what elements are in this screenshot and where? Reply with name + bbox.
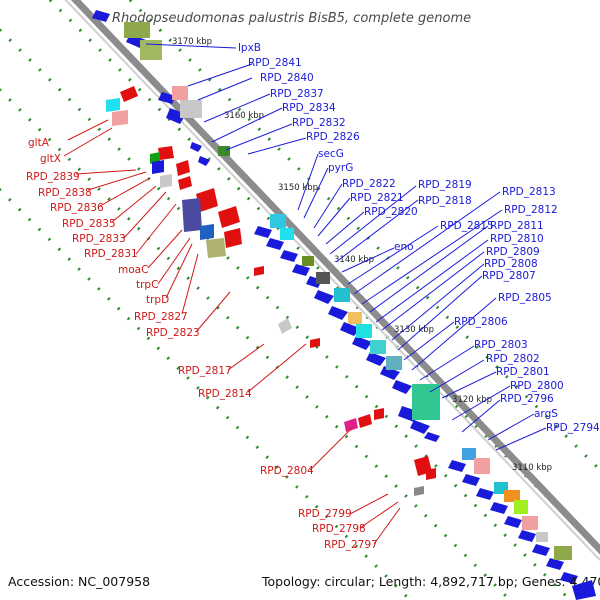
gene-label: RPD_2832 bbox=[292, 117, 346, 129]
gene-label: RPD_2802 bbox=[486, 353, 540, 365]
kbp-ticks: 3170 kbp 3160 kbp 3150 kbp 3140 kbp 3130… bbox=[172, 37, 552, 473]
gene-label: trpC bbox=[136, 279, 158, 291]
gene-label: RPD_2834 bbox=[282, 102, 336, 114]
gene-label: moaC bbox=[118, 264, 148, 276]
gene-label: RPD_2815 bbox=[440, 220, 494, 232]
accession-label: Accession: NC_007958 bbox=[8, 574, 150, 589]
kbp-label: 3110 kbp bbox=[512, 463, 552, 473]
gene-label: RPD_2794 bbox=[546, 422, 600, 434]
gene-label: RPD_2797 bbox=[324, 539, 378, 551]
reverse-gene-labels: gltA gltX RPD_2839 RPD_2838 RPD_2836 RPD… bbox=[26, 137, 378, 551]
forward-colored-blocks bbox=[124, 22, 572, 560]
gene-label: RPD_2835 bbox=[62, 218, 116, 230]
gene-label: RPD_2838 bbox=[38, 187, 92, 199]
kbp-label: 3160 kbp bbox=[224, 111, 264, 121]
kbp-label: 3150 kbp bbox=[278, 183, 318, 193]
gene-label: RPD_2827 bbox=[134, 311, 188, 323]
gene-label: RPD_2804 bbox=[260, 465, 314, 477]
reverse-leader-lines bbox=[63, 119, 401, 545]
kbp-label: 3120 kbp bbox=[452, 395, 492, 405]
gene-label: RPD_2796 bbox=[500, 393, 554, 405]
gene-label: RPD_2810 bbox=[490, 233, 544, 245]
gene-label: gltX bbox=[40, 153, 61, 165]
gene-label: RPD_2823 bbox=[146, 327, 200, 339]
gene-label: RPD_2809 bbox=[486, 246, 540, 258]
gene-label: eno bbox=[394, 241, 414, 253]
gene-label: gltA bbox=[28, 137, 50, 149]
forward-gene-labels: lpxB RPD_2841 RPD_2840 RPD_2837 RPD_2834… bbox=[238, 42, 600, 434]
gene-label: RPD_2841 bbox=[248, 57, 302, 69]
gene-label: RPD_2805 bbox=[498, 292, 552, 304]
genome-title: Rhodopseudomonas palustris BisB5, comple… bbox=[112, 11, 471, 26]
gene-label: RPD_2826 bbox=[306, 131, 360, 143]
gene-label: RPD_2806 bbox=[454, 316, 508, 328]
gene-label: RPD_2808 bbox=[484, 258, 538, 270]
gene-label: RPD_2803 bbox=[474, 339, 528, 351]
gene-label: RPD_2820 bbox=[364, 206, 418, 218]
gene-label: RPD_2831 bbox=[84, 248, 138, 260]
gene-label: secG bbox=[318, 148, 344, 160]
gene-label: RPD_2822 bbox=[342, 178, 396, 190]
gene-label: pyrG bbox=[328, 162, 353, 174]
gene-label: RPD_2801 bbox=[496, 366, 550, 378]
gene-label: RPD_2839 bbox=[26, 171, 80, 183]
gene-label: RPD_2817 bbox=[178, 365, 232, 377]
gene-label: RPD_2833 bbox=[72, 233, 126, 245]
gene-label: RPD_2840 bbox=[260, 72, 314, 84]
gene-label: RPD_2800 bbox=[510, 380, 564, 392]
edge-arrow bbox=[572, 580, 596, 600]
kbp-label: 3140 kbp bbox=[334, 255, 374, 265]
gene-label: RPD_2799 bbox=[298, 508, 352, 520]
forward-leader-lines bbox=[145, 43, 547, 451]
gene-label: RPD_2818 bbox=[418, 195, 472, 207]
gene-label: RPD_2807 bbox=[482, 270, 536, 282]
gene-label: lpxB bbox=[238, 42, 261, 54]
genome-summary: Topology: circular; Length: 4,892,717 bp… bbox=[261, 574, 600, 589]
gene-label: RPD_2836 bbox=[50, 202, 104, 214]
gene-label: RPD_2819 bbox=[418, 179, 472, 191]
reverse-gene-arrows bbox=[106, 86, 436, 496]
gene-label: RPD_2798 bbox=[312, 523, 366, 535]
gene-label: RPD_2821 bbox=[350, 192, 404, 204]
kbp-label: 3170 kbp bbox=[172, 37, 212, 47]
gene-label: RPD_2812 bbox=[504, 204, 558, 216]
gene-label: RPD_2814 bbox=[198, 388, 252, 400]
kbp-label: 3130 kbp bbox=[394, 325, 434, 335]
gene-label: argS bbox=[534, 408, 558, 420]
gene-label: RPD_2837 bbox=[270, 88, 324, 100]
gene-label: RPD_2811 bbox=[490, 220, 544, 232]
gene-label: trpD bbox=[146, 294, 169, 306]
forward-gene-arrows bbox=[92, 10, 578, 584]
gene-label: RPD_2813 bbox=[502, 186, 556, 198]
